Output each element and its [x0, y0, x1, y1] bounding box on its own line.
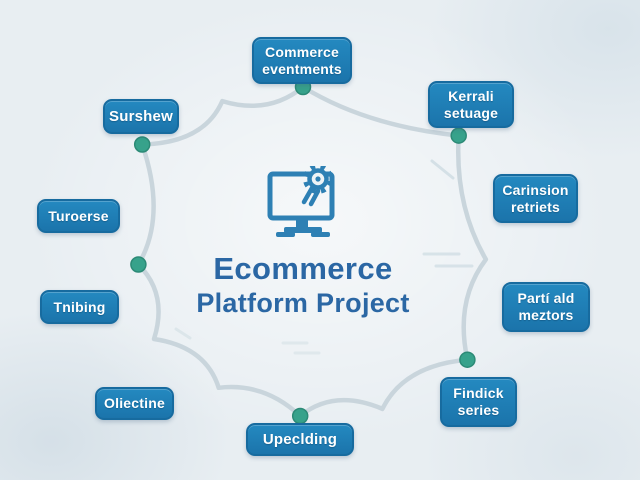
center-title-block: Ecommerce Platform Project: [160, 166, 446, 321]
node-label: meztors: [518, 307, 574, 323]
node-label: Tnibing: [53, 298, 106, 315]
ring-node-dot: [133, 136, 151, 153]
node-surshew: Surshew: [103, 99, 179, 134]
node-label: eventments: [262, 60, 342, 77]
node-label: Commerce: [265, 43, 339, 60]
node-oliectine: Oliectine: [95, 387, 174, 420]
monitor-stand: [276, 218, 330, 237]
node-label: retriets: [510, 198, 561, 215]
node-label: Partí ald: [517, 290, 575, 307]
node-turoerse: Turoerse: [37, 199, 120, 233]
ring-node-dot: [130, 256, 147, 273]
node-kerrali-setuage: Kerrali setuage: [428, 81, 514, 128]
node-label: Surshew: [109, 107, 173, 125]
node-tnibing: Tnibing: [40, 290, 119, 324]
node-upeclding: Upeclding: [246, 423, 354, 456]
monitor-award-icon: [267, 166, 335, 237]
page-title-line1: Ecommerce: [213, 251, 393, 286]
node-findick-series: Findick series: [440, 377, 517, 427]
node-commerce-eventments: Commerce eventments: [252, 37, 352, 84]
node-label: setuage: [443, 104, 499, 121]
ring-node-dot: [291, 407, 309, 425]
ring-node-dot: [450, 127, 467, 144]
ring-node-dot: [459, 351, 476, 368]
node-label: Upeclding: [262, 430, 338, 448]
node-parti-ald-meztors: Partí ald meztors: [502, 282, 590, 332]
page-title-line2: Platform Project: [196, 288, 410, 319]
node-label: Findick: [453, 385, 504, 402]
node-label: Turoerse: [48, 207, 109, 224]
node-carinsion-retriets: Carinsion retriets: [493, 174, 578, 223]
node-label: Carinsion: [502, 181, 569, 198]
award-gear-badge: [301, 166, 333, 207]
node-label: Oliectine: [104, 395, 165, 412]
node-label: Kerrali: [448, 87, 494, 104]
node-label: series: [457, 402, 500, 418]
